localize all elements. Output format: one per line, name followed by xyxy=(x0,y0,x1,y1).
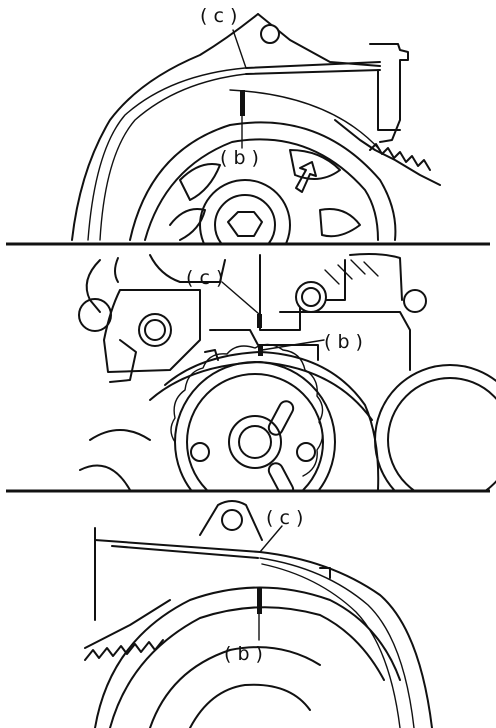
crank-mark-b xyxy=(240,90,245,116)
label-b: ( b ) xyxy=(224,643,263,665)
label-c: ( c ) xyxy=(200,5,237,27)
mounting-hole xyxy=(221,509,243,531)
mounting-hole xyxy=(260,24,280,44)
middle-panel: ( c ) ( b ) xyxy=(78,253,496,490)
top-panel: ( c ) ( b ) xyxy=(71,5,441,243)
label-c: ( c ) xyxy=(186,267,223,289)
label-b: ( b ) xyxy=(324,331,363,353)
bolt-left xyxy=(138,313,172,347)
cam-sprocket xyxy=(174,361,336,490)
cam-mark-c xyxy=(257,314,262,328)
crank-mark-b xyxy=(257,588,262,614)
label-c: ( c ) xyxy=(266,507,303,529)
rotation-arrow xyxy=(295,161,317,193)
label-b: ( b ) xyxy=(220,147,259,169)
bolt-right xyxy=(295,281,327,313)
bottom-panel: ( c ) ( b ) xyxy=(84,500,433,728)
